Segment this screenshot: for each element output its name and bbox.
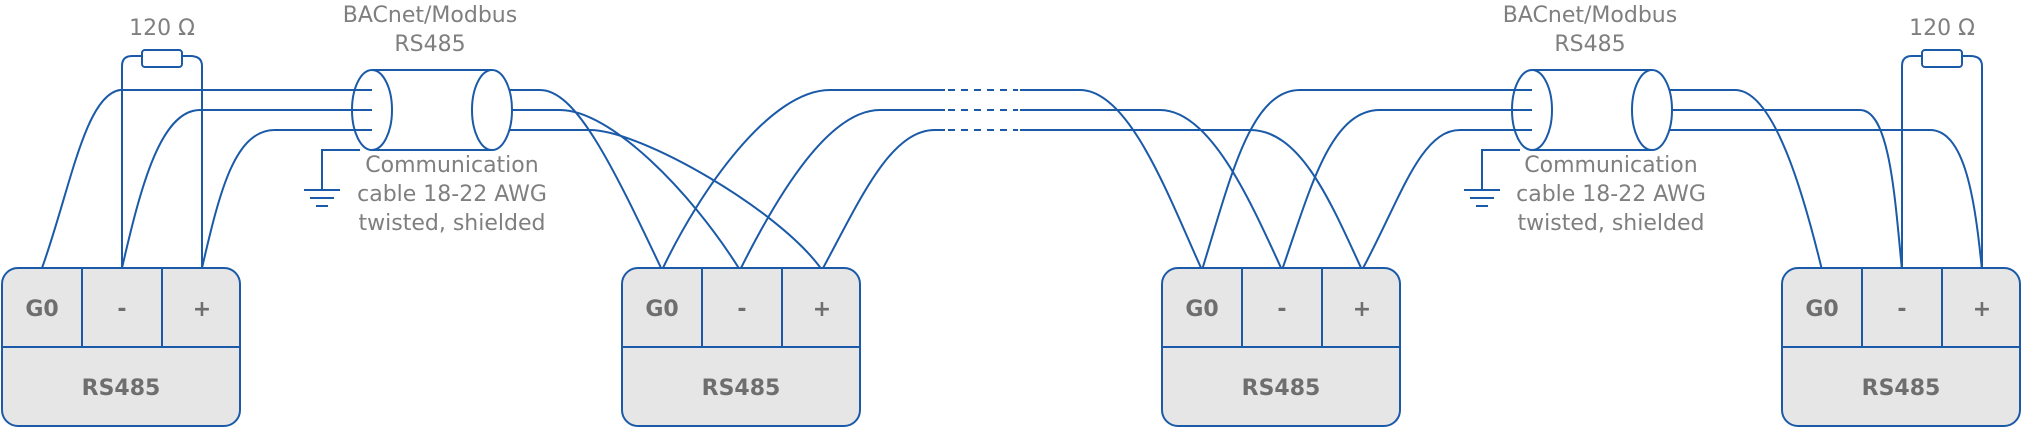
resistor-left: [141, 49, 183, 68]
resistor-label-left: 120 Ω: [129, 16, 195, 41]
wire-d2-plus: [821, 129, 945, 271]
wire-rc-minus: [1670, 109, 1903, 271]
cable-end-right-b: [1631, 69, 1673, 151]
wire-d3-minus-in: [1020, 109, 1283, 271]
resistor-label-right: 120 Ω: [1909, 16, 1975, 41]
device-3: G0 - + RS485: [1161, 267, 1401, 427]
wire-lc-minus: [510, 109, 741, 271]
terminal-plus: +: [813, 297, 831, 322]
wire-d3-plus-in: [1020, 129, 1363, 271]
termination-loop-right: [1901, 55, 1983, 268]
cable-right: [1511, 69, 1673, 151]
terminal-plus: +: [193, 297, 211, 322]
ground-icon-left: [304, 189, 340, 207]
device-label: RS485: [702, 376, 781, 401]
wire-d1-g0: [41, 89, 370, 269]
resistor-right: [1921, 49, 1963, 68]
device-1: G0 - + RS485: [1, 267, 241, 427]
wire-lc-g0: [510, 89, 663, 271]
terminal-g0: G0: [1805, 297, 1838, 322]
cable-spec-right-line3: twisted, shielded: [1518, 211, 1705, 236]
wire-d3-g0-out: [1201, 89, 1530, 271]
terminal-plus: +: [1353, 297, 1371, 322]
terminal-minus: -: [117, 297, 126, 322]
cable-title-left-line1: BACnet/Modbus: [343, 3, 517, 28]
cable-spec-right-line1: Communication: [1524, 153, 1697, 178]
cable-end-left-b: [471, 69, 513, 151]
termination-loop-left: [121, 55, 203, 268]
cable-spec-right-line2: cable 18-22 AWG: [1516, 182, 1706, 207]
shield-ground-lead-right: [1481, 149, 1520, 190]
cable-left: [351, 69, 513, 151]
wire-d1-minus: [121, 109, 370, 269]
terminal-g0: G0: [25, 297, 58, 322]
terminal-plus: +: [1973, 297, 1991, 322]
terminal-minus: -: [1277, 297, 1286, 322]
cable-spec-left-line3: twisted, shielded: [359, 211, 546, 236]
cable-spec-left-line1: Communication: [365, 153, 538, 178]
wire-d3-g0-in: [1020, 89, 1203, 271]
wire-d2-minus: [739, 109, 945, 271]
wire-lc-plus: [510, 129, 823, 271]
device-label: RS485: [1862, 376, 1941, 401]
shield-ground-lead-left: [321, 149, 360, 190]
wire-d3-plus-out: [1361, 129, 1530, 271]
terminal-g0: G0: [1185, 297, 1218, 322]
cable-title-right-line2: RS485: [1554, 32, 1625, 57]
ground-icon-right: [1464, 189, 1500, 207]
device-2: G0 - + RS485: [621, 267, 861, 427]
terminal-minus: -: [737, 297, 746, 322]
terminal-minus: -: [1897, 297, 1906, 322]
cable-spec-left-line2: cable 18-22 AWG: [357, 182, 547, 207]
device-label: RS485: [82, 376, 161, 401]
wire-d1-plus: [201, 129, 370, 269]
wire-rc-plus: [1670, 129, 1983, 271]
cable-title-right-line1: BACnet/Modbus: [1503, 3, 1677, 28]
device-4: G0 - + RS485: [1781, 267, 2021, 427]
wire-d3-minus-out: [1281, 109, 1530, 271]
wire-d2-g0: [661, 89, 945, 271]
device-label: RS485: [1242, 376, 1321, 401]
terminal-g0: G0: [645, 297, 678, 322]
wires: [41, 55, 1983, 271]
cable-title-left-line2: RS485: [394, 32, 465, 57]
wire-rc-g0: [1670, 89, 1823, 271]
